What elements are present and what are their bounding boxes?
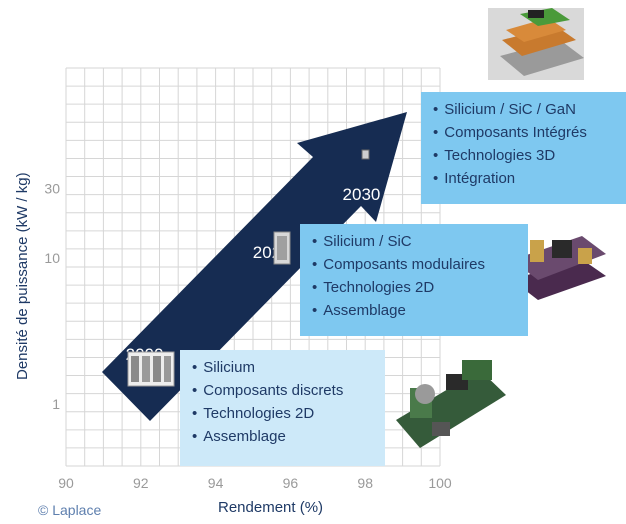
annotation-2030-item: Technologies 3D <box>433 144 619 167</box>
annotation-2030-item: Intégration <box>433 167 619 190</box>
x-axis-ticks: 90 92 94 96 98 100 <box>58 475 452 491</box>
annotation-2030: Silicium / SiC / GaN Composants Intégrés… <box>421 92 626 204</box>
x-tick-label: 98 <box>357 475 373 491</box>
module-2020-photo <box>512 236 606 300</box>
y-tick-label: 1 <box>52 396 60 412</box>
annotation-2000: Silicium Composants discrets Technologie… <box>180 350 385 466</box>
board-2000-image <box>127 351 175 387</box>
annotation-2020-item: Composants modulaires <box>312 253 520 276</box>
annotation-2000-item: Composants discrets <box>192 379 377 402</box>
x-tick-label: 100 <box>428 475 452 491</box>
x-tick-label: 90 <box>58 475 74 491</box>
annotation-2000-item: Silicium <box>192 356 377 379</box>
module-2020-image <box>273 231 291 265</box>
x-tick-label: 92 <box>133 475 149 491</box>
annotation-2020-item: Silicium / SiC <box>312 230 520 253</box>
annotation-2020-item: Technologies 2D <box>312 276 520 299</box>
milestone-label: 2030 <box>343 185 381 204</box>
x-axis-label: Rendement (%) <box>218 499 323 516</box>
chip-2030-image <box>361 149 370 160</box>
annotation-2030-item: Composants Intégrés <box>433 121 619 144</box>
annotation-2000-item: Technologies 2D <box>192 402 377 425</box>
y-tick-label: 10 <box>44 250 60 266</box>
y-axis-ticks: 1 10 30 <box>44 180 60 412</box>
annotation-2030-item: Silicium / SiC / GaN <box>433 98 619 121</box>
y-axis-label: Densité de puissance (kW / kg) <box>14 172 31 380</box>
integration-3d-image <box>488 8 584 80</box>
annotation-2020-item: Assemblage <box>312 299 520 322</box>
annotation-2020: Silicium / SiC Composants modulaires Tec… <box>300 224 528 336</box>
x-tick-label: 94 <box>208 475 224 491</box>
annotation-2000-item: Assemblage <box>192 425 377 448</box>
copyright-label: © Laplace <box>38 502 102 518</box>
y-tick-label: 30 <box>44 180 60 196</box>
x-tick-label: 96 <box>283 475 299 491</box>
board-2000-photo <box>396 360 506 448</box>
trend-arrow <box>102 112 407 421</box>
